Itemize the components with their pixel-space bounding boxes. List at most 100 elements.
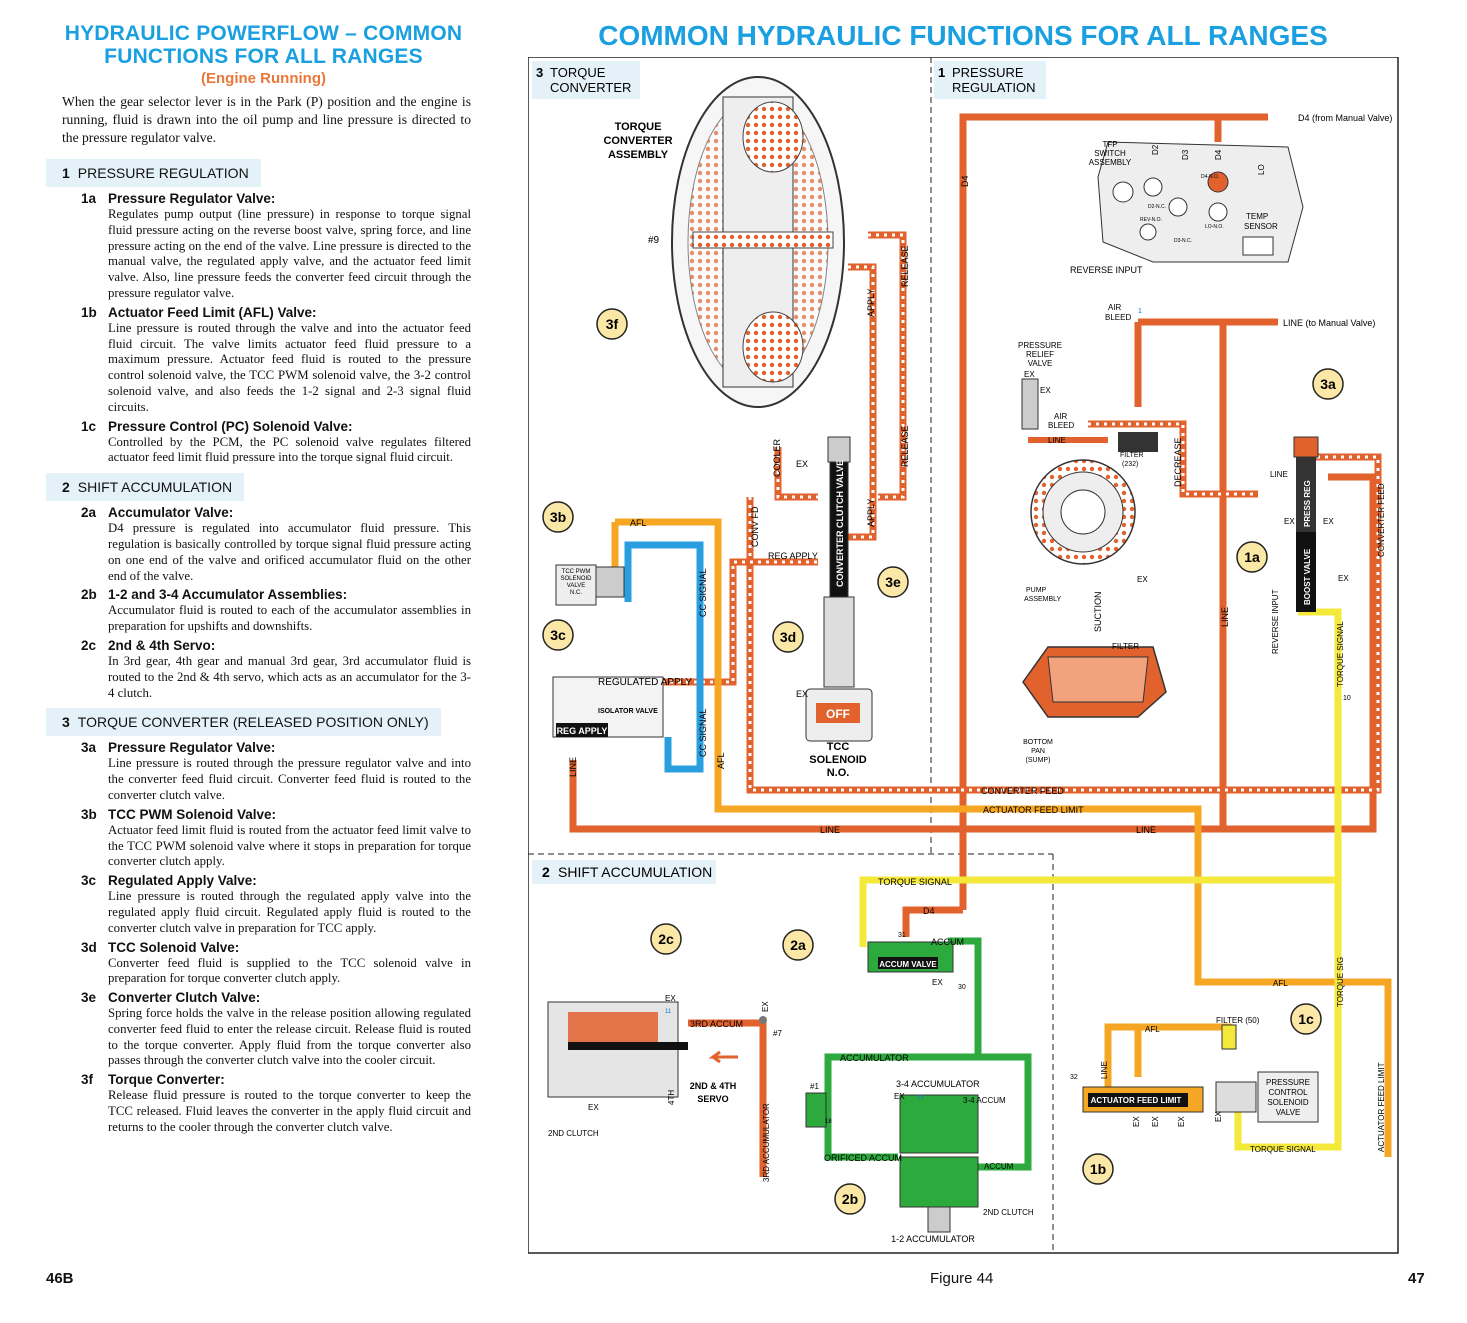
- svg-text:3: 3: [536, 65, 543, 80]
- callout-3b: 3b: [542, 501, 574, 533]
- svg-text:4TH: 4TH: [667, 1090, 676, 1105]
- callout-1c: 1c: [1290, 1003, 1322, 1035]
- svg-text:CONV FD: CONV FD: [750, 506, 760, 547]
- svg-text:3f: 3f: [606, 316, 619, 332]
- actuator-feed-limit-valve: ACTUATOR FEED LIMIT: [1082, 1086, 1204, 1113]
- svg-text:D4: D4: [923, 906, 935, 916]
- svg-text:SWITCH: SWITCH: [1094, 149, 1126, 158]
- svg-text:BLEED: BLEED: [1105, 313, 1131, 322]
- diagram-frame: [528, 57, 1399, 1254]
- item-title: TCC PWM Solenoid Valve:: [108, 806, 277, 822]
- tcc-pwm-solenoid: [555, 564, 625, 606]
- svg-text:D4: D4: [1214, 149, 1223, 160]
- svg-text:ORIFICED ACCUM: ORIFICED ACCUM: [824, 1153, 902, 1163]
- svg-text:EX: EX: [665, 994, 676, 1003]
- svg-text:3a: 3a: [1320, 376, 1336, 392]
- section-title: SHIFT ACCUMULATION: [77, 479, 233, 496]
- filter-50: [1221, 1024, 1237, 1050]
- svg-text:SUCTION: SUCTION: [1093, 592, 1103, 633]
- tcc-solenoid: OFF: [805, 596, 873, 742]
- svg-text:CONTROL: CONTROL: [1268, 1088, 1308, 1097]
- svg-text:LINE: LINE: [1220, 607, 1230, 627]
- section-number: 3: [62, 714, 70, 731]
- svg-text:19: 19: [917, 1095, 924, 1101]
- checkball-1: [805, 1092, 827, 1128]
- callout-2a: 2a: [782, 929, 814, 961]
- svg-text:3c: 3c: [550, 627, 566, 643]
- svg-text:TORQUE SIG: TORQUE SIG: [1336, 957, 1345, 1007]
- svg-text:REV-N.O.: REV-N.O.: [1140, 217, 1162, 223]
- svg-text:OFF: OFF: [826, 707, 850, 721]
- svg-text:18: 18: [825, 1119, 832, 1125]
- accumulator-assemblies: [899, 1094, 979, 1233]
- svg-text:REVERSE INPUT: REVERSE INPUT: [1271, 589, 1280, 654]
- item-body: Line pressure is routed through the pres…: [108, 756, 471, 802]
- item-number: 3c: [81, 873, 97, 889]
- svg-text:(SUMP): (SUMP): [1026, 757, 1051, 764]
- svg-text:32: 32: [1070, 1074, 1078, 1081]
- svg-text:VALVE: VALVE: [1276, 1108, 1301, 1117]
- pc-solenoid: [1215, 1071, 1319, 1123]
- svg-text:ACCUMULATOR: ACCUMULATOR: [840, 1053, 909, 1063]
- item-body: Spring force holds the valve in the rele…: [108, 1006, 471, 1068]
- svg-text:3-4 ACCUM: 3-4 ACCUM: [963, 1096, 1006, 1105]
- svg-text:TCC: TCC: [827, 741, 850, 753]
- svg-text:EX: EX: [894, 1092, 905, 1101]
- line-to-manual: [1134, 318, 1223, 407]
- svg-text:RELEASE: RELEASE: [900, 245, 910, 287]
- svg-text:SOLENOID: SOLENOID: [809, 754, 867, 766]
- intro-paragraph: When the gear selector lever is in the P…: [62, 94, 471, 145]
- section-tag-1: 1 PRESSURE REGULATION: [934, 61, 1046, 99]
- svg-text:DECREASE: DECREASE: [1173, 437, 1183, 487]
- item-number: 3a: [81, 740, 97, 756]
- svg-text:EX: EX: [1151, 1116, 1160, 1127]
- checkball-7: [759, 1016, 767, 1024]
- item-body: Accumulator fluid is routed to each of t…: [108, 603, 471, 634]
- svg-text:ACTUATOR FEED LIMIT: ACTUATOR FEED LIMIT: [1091, 1096, 1182, 1105]
- svg-text:CC SIGNAL: CC SIGNAL: [698, 568, 708, 617]
- svg-text:1a: 1a: [1244, 549, 1260, 565]
- svg-text:3-4 ACCUMULATOR: 3-4 ACCUMULATOR: [896, 1079, 980, 1089]
- svg-text:ASSEMBLY: ASSEMBLY: [1024, 596, 1062, 603]
- svg-text:PRESS REG: PRESS REG: [1303, 480, 1312, 527]
- svg-text:1c: 1c: [1298, 1011, 1314, 1027]
- svg-text:BLEED: BLEED: [1048, 421, 1074, 430]
- svg-text:EX: EX: [1137, 575, 1148, 584]
- text-column: HYDRAULIC POWERFLOW – COMMON FUNCTIONS F…: [46, 22, 471, 1139]
- page-title-line2: FUNCTIONS FOR ALL RANGES: [104, 45, 423, 68]
- svg-text:FILTER: FILTER: [1120, 452, 1144, 459]
- item-number: 1a: [81, 191, 97, 206]
- svg-text:1b: 1b: [1090, 1161, 1106, 1177]
- item-body: Controlled by the PCM, the PC solenoid v…: [108, 434, 471, 465]
- svg-text:EX: EX: [1214, 1111, 1223, 1122]
- svg-text:PRESSURE: PRESSURE: [1018, 341, 1062, 350]
- svg-text:2ND CLUTCH: 2ND CLUTCH: [983, 1208, 1034, 1217]
- bottom-pan: [1022, 646, 1167, 718]
- svg-text:N.O.: N.O.: [827, 767, 850, 779]
- svg-text:D4-N.O.: D4-N.O.: [1201, 174, 1219, 180]
- svg-text:TORQUE SIGNAL: TORQUE SIGNAL: [878, 877, 952, 887]
- svg-text:N.C.: N.C.: [570, 590, 582, 596]
- svg-text:2c: 2c: [658, 931, 674, 947]
- item-title: 1-2 and 3-4 Accumulator Assemblies:: [108, 587, 348, 603]
- svg-text:RELEASE: RELEASE: [900, 425, 910, 467]
- callout-3c: 3c: [542, 619, 574, 651]
- callout-1b: 1b: [1082, 1153, 1114, 1185]
- svg-text:EX: EX: [1040, 386, 1051, 395]
- svg-text:3e: 3e: [885, 574, 901, 590]
- item-title: Accumulator Valve:: [108, 505, 234, 521]
- svg-text:REG APPLY: REG APPLY: [768, 551, 818, 561]
- svg-text:AIR: AIR: [1108, 303, 1122, 312]
- svg-text:AFL: AFL: [630, 518, 647, 528]
